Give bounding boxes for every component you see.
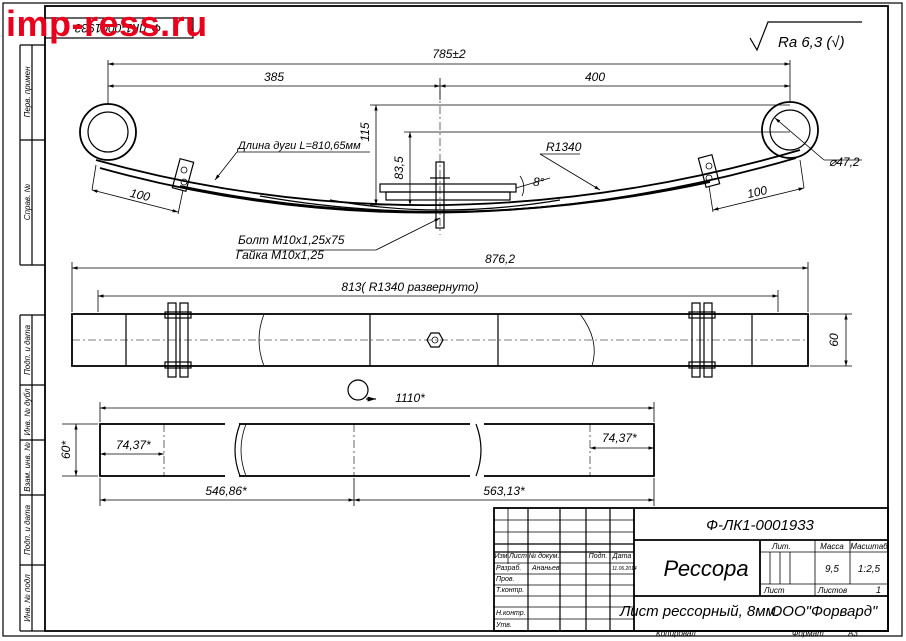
title-block	[493, 507, 889, 632]
side-label: Перв. примен	[23, 66, 32, 118]
dim-left-end: 74,37*	[116, 438, 151, 452]
head-label: Изм	[495, 553, 508, 560]
spring-side-view	[79, 90, 819, 235]
dim-right: 400	[585, 70, 605, 84]
angle-label: 8°	[533, 175, 545, 189]
dim-total-blank: 1110*	[395, 391, 425, 405]
top-left-clamp	[164, 302, 192, 378]
top-right-clamp	[688, 302, 716, 378]
side-label: Подп. и дата	[23, 324, 32, 375]
dim-width-top: 60	[827, 333, 841, 347]
side-labels: Перв. примен Справ. № Подп. и дата Инв. …	[23, 66, 32, 622]
sheets-value: 1	[876, 585, 881, 595]
bolt-label: Болт М10х1,25х75	[238, 233, 345, 247]
footer: Копировал Формат А3	[656, 629, 858, 638]
top-view-dimensions: 876,2 813( R1340 развернуто) 60	[71, 252, 852, 367]
corner-stamp-box	[44, 17, 194, 39]
mass-value: 9,5	[825, 564, 839, 575]
right-clamp	[697, 153, 721, 189]
dim-right-half: 563,13*	[483, 484, 525, 498]
dim-width-blank: 60*	[59, 441, 73, 459]
roughness-label: Ra 6,3 (√)	[778, 34, 845, 51]
blank-view	[99, 379, 655, 480]
centre-nut	[426, 332, 444, 348]
dim-left-half: 546,86*	[205, 484, 247, 498]
left-clamp	[171, 157, 195, 193]
diameter-label: ⌀47,2	[829, 155, 860, 169]
spring-top-view	[71, 302, 809, 378]
side-label: Инв. № подл	[23, 574, 32, 622]
left-margin-strips	[19, 44, 45, 632]
head-label: Лист	[508, 553, 527, 560]
drawing-name: Рессора	[663, 556, 748, 581]
watermark: imp-ress.ru	[6, 3, 208, 44]
radius-label: R1340	[546, 140, 582, 154]
dim-right-end: 74,37*	[602, 431, 637, 445]
head-label: № докум.	[529, 552, 560, 560]
format-value: А3	[847, 629, 858, 638]
lit-label: Лит.	[771, 542, 791, 551]
roughness-mark: Ra 6,3 (√)	[749, 21, 862, 52]
inner-frame	[44, 5, 889, 632]
row-label: Н.контр.	[496, 610, 526, 617]
developer: Ананьев	[531, 565, 560, 572]
corner-stamp: Ф-ЛК1-0001933	[75, 21, 162, 35]
sheet-label: Лист	[763, 586, 785, 595]
arc-length: Длина дуги L=810,65мм	[236, 140, 361, 152]
dim-left: 385	[264, 70, 284, 84]
company: ООО"Форвард"	[771, 603, 878, 620]
dim-center: 83,5	[392, 156, 406, 180]
side-view-dimensions: 785±2 385 400 115 83,5 8° Длина дуги L=8…	[91, 47, 862, 262]
blank-view-dimensions: 1110* 60* 74,37* 74,37* 546,86* 563,13*	[59, 391, 655, 506]
head-label: Дата	[612, 553, 632, 560]
side-label: Взам. инв. №	[23, 442, 32, 492]
format-label: Формат	[792, 629, 824, 638]
title-block-text: Ф-ЛК1-0001933 Рессора Лист рессорный, 8м…	[495, 517, 889, 629]
dim-unrolled: 813( R1340 развернуто)	[341, 280, 478, 294]
side-label: Справ. №	[23, 183, 32, 220]
scale-value: 1:2,5	[858, 564, 881, 575]
dim-total-top: 876,2	[485, 252, 515, 266]
row-label: Разраб.	[496, 564, 521, 572]
side-label: Подп. и дата	[23, 504, 32, 555]
dim-eye-left: 100	[129, 186, 152, 204]
sheets-label: Листов	[817, 586, 847, 595]
copied-label: Копировал	[656, 629, 696, 638]
row-label: Утв.	[495, 622, 512, 629]
dim-eye-right: 100	[746, 183, 769, 201]
side-label: Инв. № дубл	[23, 388, 32, 435]
scale-label: Масштаб	[850, 542, 888, 551]
row-label: Т.контр.	[496, 587, 524, 594]
material: Лист рессорный, 8мм.	[619, 603, 780, 620]
dim-height: 115	[358, 122, 372, 141]
row-label: Пров.	[496, 576, 515, 583]
designation: Ф-ЛК1-0001933	[706, 517, 814, 534]
dim-total: 785±2	[432, 47, 466, 61]
nut-label: Гайка М10х1,25	[236, 248, 324, 262]
head-label: Подп.	[589, 552, 608, 560]
date: 11.06.2014	[612, 566, 637, 572]
mass-label: Масса	[820, 542, 844, 551]
